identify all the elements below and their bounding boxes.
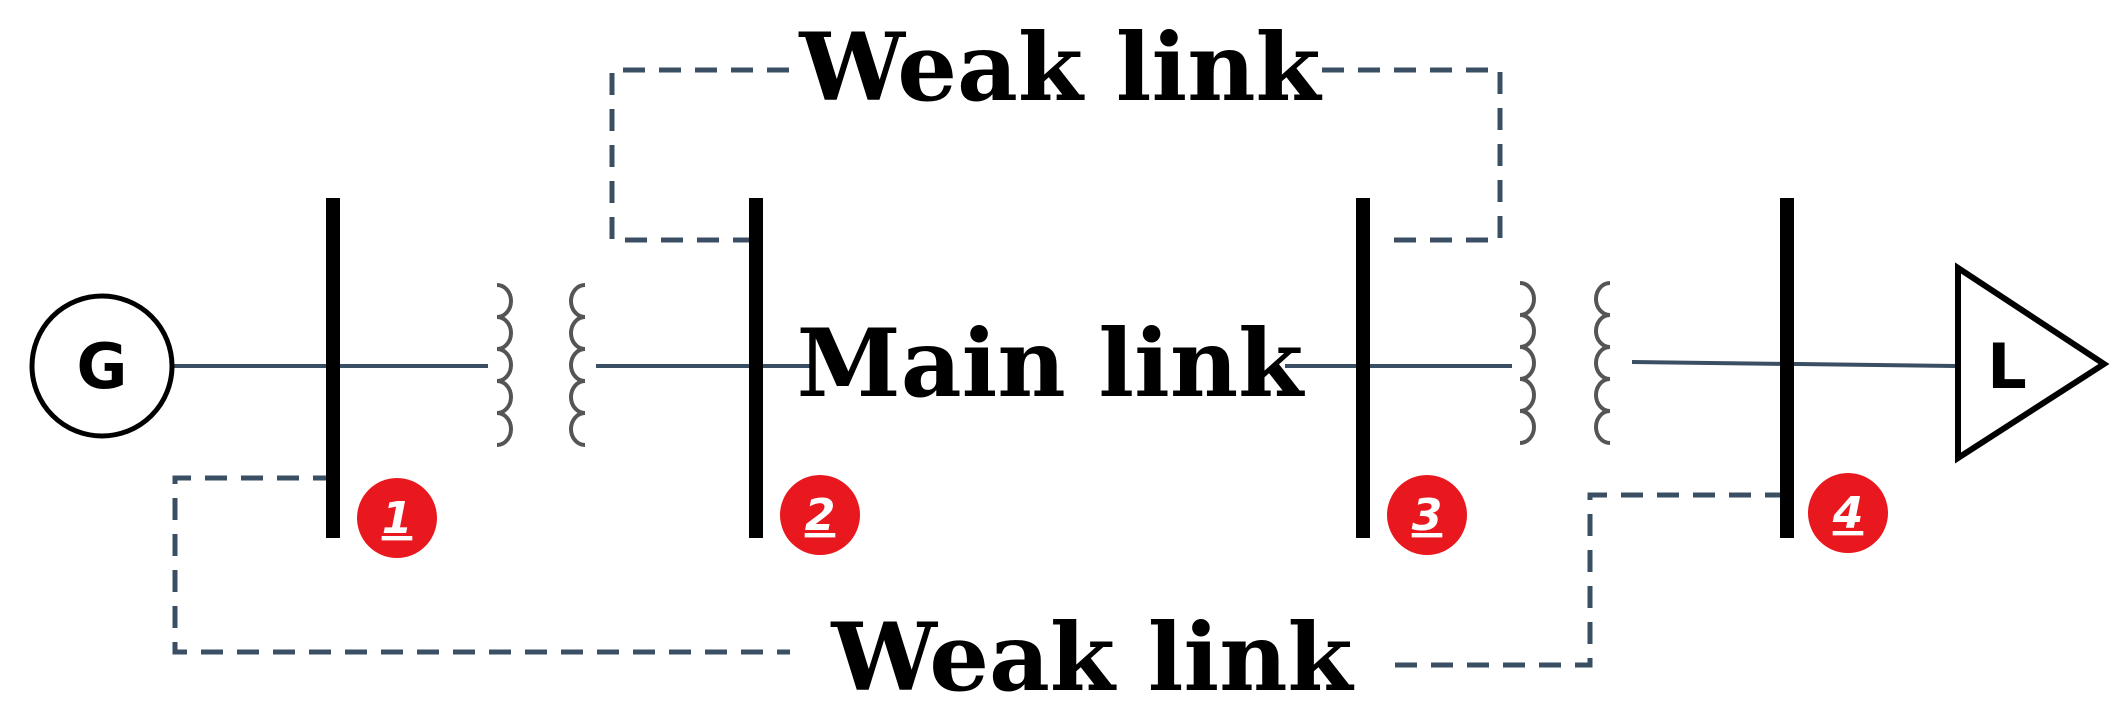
transformer-1 bbox=[496, 283, 586, 447]
weak-link-top-path bbox=[609, 67, 1503, 243]
bus-bar-1 bbox=[326, 198, 340, 538]
bus-number-2: 2 bbox=[805, 490, 836, 541]
bus-bar-4 bbox=[1780, 198, 1794, 538]
bus-badge-3: 3 bbox=[1387, 475, 1467, 555]
bus-badge-1: 1 bbox=[357, 478, 437, 558]
bus-badge-4: 4 bbox=[1808, 473, 1888, 553]
bus-number-1: 1 bbox=[382, 493, 413, 544]
bus-number-4: 4 bbox=[1832, 488, 1864, 539]
weak-link-bottom-path bbox=[172, 475, 1790, 668]
bus-bars bbox=[326, 198, 1794, 538]
load: L bbox=[1955, 262, 2110, 464]
bus-bar-3 bbox=[1356, 198, 1370, 538]
main-link-label: Main link bbox=[797, 309, 1305, 419]
transformer-2 bbox=[1519, 281, 1611, 445]
load-label: L bbox=[1987, 330, 2027, 403]
bus-bar-2 bbox=[749, 198, 763, 538]
weak-link-top-label: Weak link bbox=[798, 13, 1322, 123]
weak-link-bottom-label: Weak link bbox=[830, 603, 1354, 713]
generator-label: G bbox=[77, 330, 128, 403]
bus-number-3: 3 bbox=[1412, 490, 1443, 541]
bus-badge-2: 2 bbox=[780, 475, 860, 555]
generator: G bbox=[29, 293, 175, 439]
